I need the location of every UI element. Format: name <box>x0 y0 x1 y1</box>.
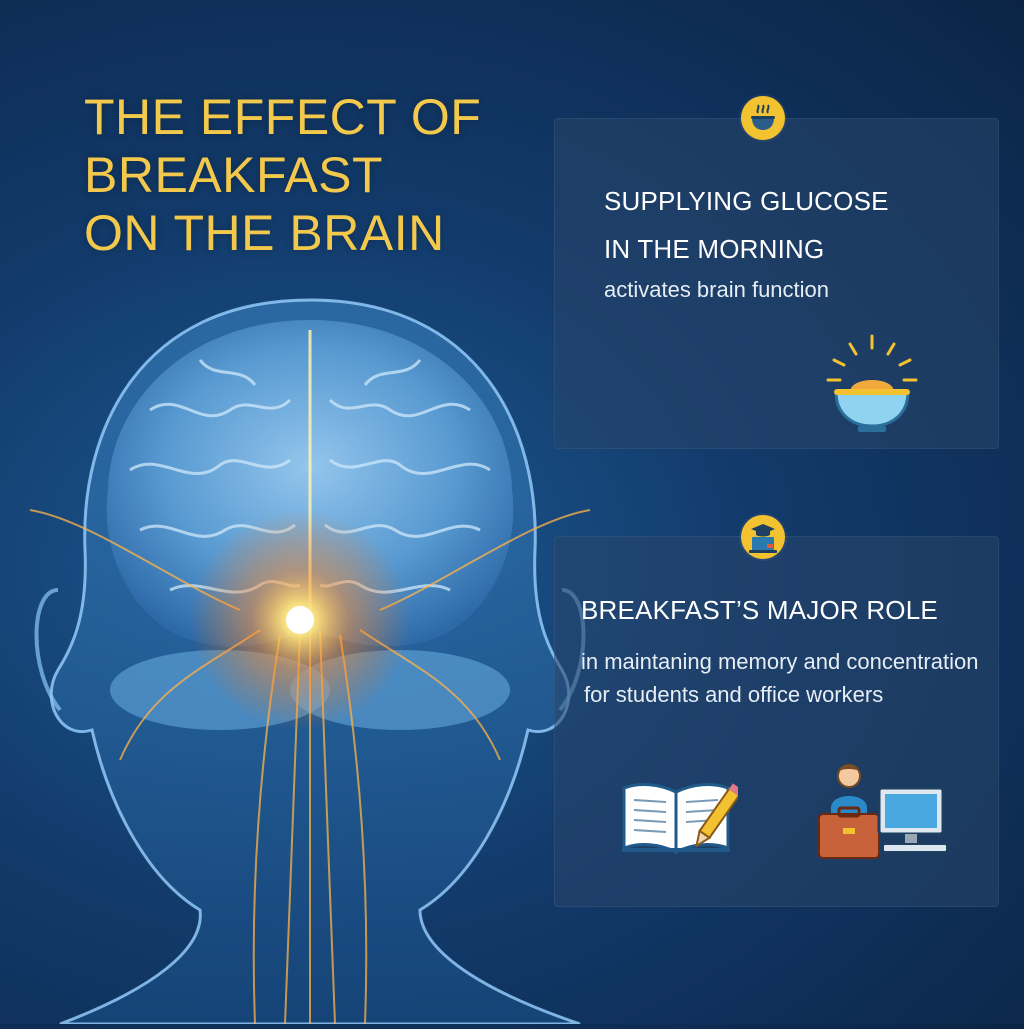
head-brain-illustration <box>0 290 620 1026</box>
book-pencil-icon <box>620 778 738 858</box>
role-heading: BREAKFAST’S MAJOR ROLE <box>581 595 938 625</box>
glucose-heading-line-1: SUPPLYING GLUCOSE <box>604 186 889 216</box>
glucose-info-panel <box>554 118 999 449</box>
role-description-line-1: in maintaning memory and concentration <box>581 649 979 674</box>
graduation-cap-laptop-icon <box>741 515 785 559</box>
title-line-1: THE EFFECT OF <box>84 89 482 145</box>
title-line-2: BREAKFAST <box>84 147 384 203</box>
steaming-bowl-icon <box>741 96 785 140</box>
role-description-line-2: for students and office workers <box>584 682 884 707</box>
office-worker-computer-icon <box>817 762 949 862</box>
page-title: THE EFFECT OF BREAKFAST ON THE BRAIN <box>84 88 481 262</box>
glucose-heading-line-2: IN THE MORNING <box>604 234 825 264</box>
sunrise-bowl-icon <box>826 334 918 434</box>
title-line-3: ON THE BRAIN <box>84 205 445 261</box>
glucose-description: activates brain function <box>604 277 830 302</box>
